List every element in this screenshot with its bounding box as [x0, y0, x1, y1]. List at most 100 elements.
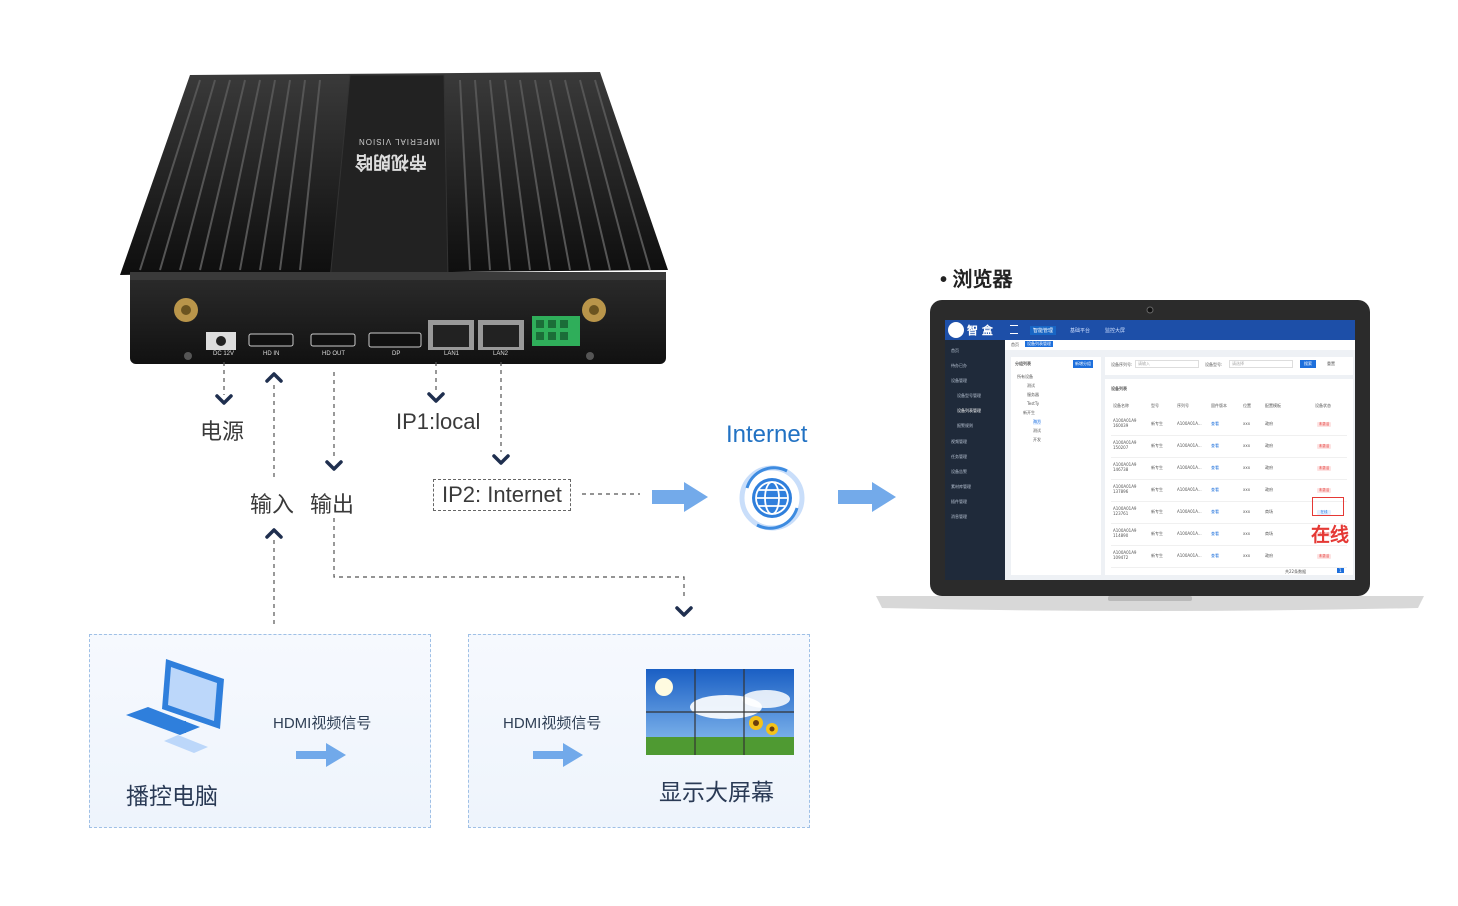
pc-title: 播控电脑 [126, 783, 218, 809]
output-label: 输出 [310, 492, 355, 517]
table-header: 设备名称 型号 序列号 固件版本 位置 配置模板 设备状态 [1111, 403, 1347, 411]
port-dc: DC 12V [213, 351, 235, 357]
table-cell-serial: A100A01A... [1177, 509, 1202, 514]
table-cell-tpl: 政府 [1265, 421, 1273, 426]
table-cell-serial: A100A01A... [1177, 443, 1202, 448]
sidebar-item-material[interactable]: 素材库管理 [951, 484, 971, 489]
video-wall-image [646, 669, 794, 755]
power-label: 电源 [200, 419, 245, 444]
table-cell-name: A100A01A9 123761 [1113, 506, 1137, 516]
chevron-down-icon [325, 460, 343, 471]
tree-item[interactable]: TestTy [1027, 401, 1040, 406]
col-status: 设备状态 [1315, 403, 1331, 408]
tab-base-platform[interactable]: 基础平台 [1070, 328, 1091, 334]
computer-icon [124, 655, 224, 759]
table-cell-loc: xxx [1243, 531, 1251, 536]
table-cell-loc: xxx [1243, 509, 1251, 514]
table-cell-tpl: 商场 [1265, 531, 1273, 536]
table-cell-fw[interactable]: 查看 [1211, 509, 1219, 514]
breadcrumb-home[interactable]: 首页 [1011, 342, 1019, 347]
tree-title: 分组列表 [1015, 361, 1031, 366]
page-current[interactable]: 1 [1337, 568, 1344, 573]
pc-signal-label: HDMI视频信号 [273, 715, 372, 732]
serial-filter-label: 设备序列号: [1111, 362, 1133, 367]
status-badge: 未激活 [1317, 422, 1331, 427]
table-cell-fw[interactable]: 查看 [1211, 443, 1219, 448]
tab-monitor-screen[interactable]: 监控大屏 [1105, 328, 1126, 334]
sidebar-item-video[interactable]: 视频管理 [951, 439, 967, 444]
table-cell-loc: xxx [1243, 553, 1251, 558]
model-filter-select[interactable]: 请选择 [1229, 360, 1293, 368]
screen-panel: HDMI视频信号 显示大屏幕 [468, 634, 810, 828]
port-lan1: LAN1 [444, 351, 460, 357]
port-lan2: LAN2 [493, 351, 509, 357]
sidebar-item-todo[interactable]: 待办已办 [951, 363, 967, 368]
internet-label: Internet [726, 421, 808, 448]
table-cell-tpl: 政府 [1265, 553, 1273, 558]
table-cell-loc: xxx [1243, 465, 1251, 470]
table-cell-name: A100A01A9 114890 [1113, 528, 1137, 538]
app-sidebar: 首页 待办已办 设备管理 设备型号管理 设备列表管理 报警规则 视频管理 任务管… [945, 340, 1005, 580]
arrow-right-icon [838, 482, 896, 512]
chevron-down-icon [215, 394, 233, 405]
table-cell-serial: A100A01A... [1177, 487, 1202, 492]
add-group-button[interactable]: 新增分组 [1073, 360, 1093, 368]
menu-icon[interactable] [1010, 325, 1018, 334]
online-highlight-box [1312, 497, 1344, 516]
sidebar-item-alarm-rule[interactable]: 报警规则 [957, 423, 973, 428]
status-badge: 未激活 [1317, 532, 1331, 537]
sidebar-item-home[interactable]: 首页 [951, 348, 959, 353]
sidebar-item-task[interactable]: 任务管理 [951, 454, 967, 459]
table-cell-fw[interactable]: 查看 [1211, 531, 1219, 536]
chevron-down-icon [492, 454, 510, 465]
ip2-label: IP2: Internet [433, 479, 571, 511]
search-button[interactable]: 搜索 [1300, 360, 1316, 368]
sidebar-item-model-manage[interactable]: 设备型号管理 [957, 393, 981, 398]
tree-item[interactable]: 新开生 [1023, 410, 1035, 415]
table-cell-loc: xxx [1243, 421, 1251, 426]
port-hd-out: HD OUT [322, 351, 345, 357]
table-cell-name: A100A01A9 146738 [1113, 462, 1137, 472]
table-cell-model: 新专生 [1151, 531, 1163, 536]
breadcrumb-current[interactable]: 设备列表管理 [1025, 341, 1053, 347]
port-hd-in: HD IN [263, 351, 280, 357]
tab-smart-manage[interactable]: 智能管理 [1030, 326, 1057, 335]
chevron-up-icon [265, 372, 283, 383]
arrow-right-icon [533, 743, 583, 767]
sidebar-item-message[interactable]: 消息管理 [951, 514, 967, 519]
tree-item[interactable]: 测试 [1027, 383, 1035, 388]
reset-button[interactable]: 重置 [1327, 361, 1335, 366]
tree-item[interactable]: 所有设备 [1017, 374, 1033, 379]
pagination-total: 共22条数据 [1285, 569, 1307, 574]
pc-panel: 播控电脑 HDMI视频信号 [89, 634, 431, 828]
sidebar-item-device-list[interactable]: 设备列表管理 [957, 408, 981, 413]
table-cell-fw[interactable]: 查看 [1211, 553, 1219, 558]
tree-item[interactable]: 开发 [1033, 437, 1041, 442]
sidebar-item-alert[interactable]: 设备告警 [951, 469, 967, 474]
tree-item[interactable]: 服务器 [1027, 392, 1039, 397]
tree-item[interactable]: 海方 [1033, 419, 1041, 425]
col-location: 位置 [1243, 403, 1251, 408]
sidebar-item-plugin[interactable]: 插件管理 [951, 499, 967, 504]
status-badge: 未激活 [1317, 488, 1331, 493]
sidebar-item-device-manage[interactable]: 设备管理 [951, 378, 967, 383]
table-cell-fw[interactable]: 查看 [1211, 465, 1219, 470]
serial-filter-input[interactable]: 请输入 [1135, 360, 1199, 368]
table-cell-tpl: 政府 [1265, 465, 1273, 470]
status-badge: 未激活 [1317, 444, 1331, 449]
table-cell-model: 新专生 [1151, 465, 1163, 470]
device-list-panel: 设备序列号: 请输入 设备型号: 请选择 搜索 重置 设备列表 设备名称 型号 … [1105, 357, 1353, 575]
device-box: 帝视朗晗 IMPERIAL VISION DC 12V HD IN HD OUT… [0, 0, 700, 380]
tree-item[interactable]: 测试 [1033, 428, 1041, 433]
table-cell-fw[interactable]: 查看 [1211, 421, 1219, 426]
app-header: 智 盒 智能管理 基础平台 监控大屏 [945, 320, 1355, 340]
table-cell-fw[interactable]: 查看 [1211, 487, 1219, 492]
